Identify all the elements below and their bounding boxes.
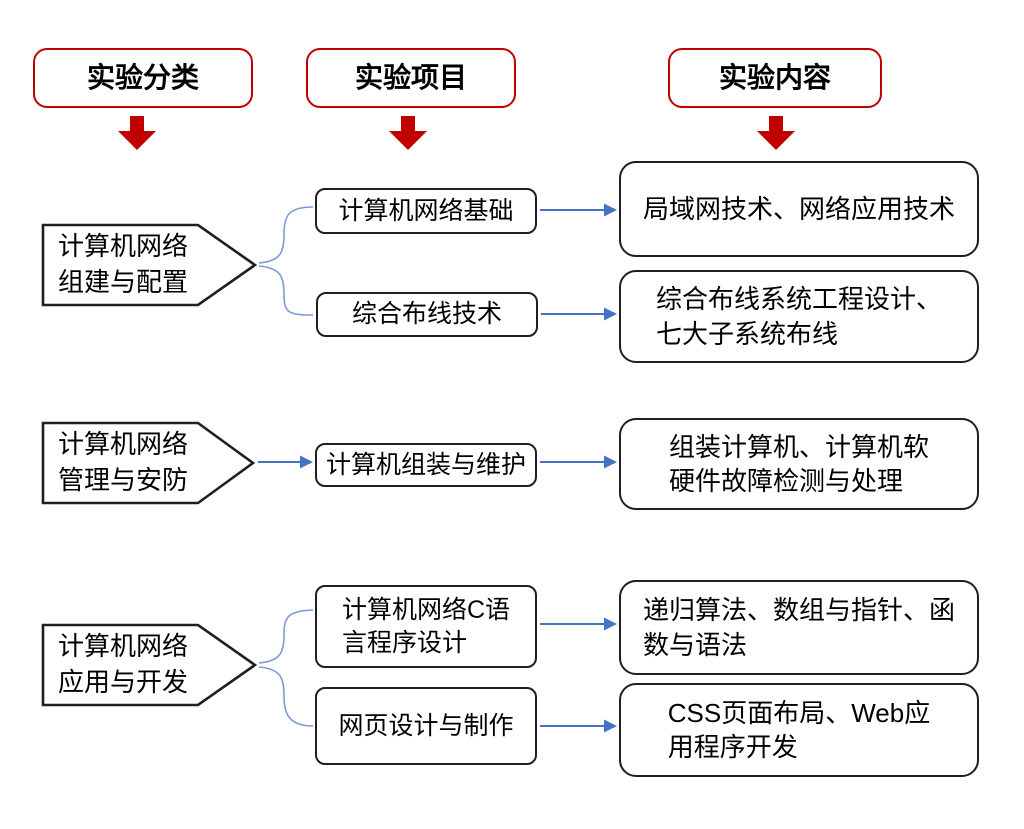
content-label: CSS页面布局、Web应 用程序开发	[667, 697, 931, 762]
content-box-cabling-systems: 综合布线系统工程设计、 七大子系统布线	[619, 270, 979, 363]
project-box-cabling: 综合布线技术	[316, 292, 538, 337]
category-shape-row2: 计算机网络 管理与安防	[43, 423, 203, 503]
project-label: 综合布线技术	[351, 300, 502, 328]
project-box-assembly: 计算机组装与维护	[315, 443, 537, 487]
content-label: 综合布线系统工程设计、 七大子系统布线	[655, 284, 942, 349]
category-shape-row3: 计算机网络 应用与开发	[43, 625, 203, 705]
arrowhead-icon	[604, 455, 617, 469]
column-header-label: 实验项目	[354, 61, 467, 93]
arrowhead-icon	[604, 719, 617, 733]
column-header-label: 实验分类	[86, 61, 199, 93]
content-box-algorithms: 递归算法、数组与指针、函 数与语法	[619, 580, 979, 675]
down-arrow-icon	[757, 116, 795, 150]
category-label: 计算机网络 管理与安防	[57, 429, 188, 495]
category-label: 计算机网络 应用与开发	[57, 631, 188, 697]
content-label: 递归算法、数组与指针、函 数与语法	[642, 595, 955, 660]
column-header-category: 实验分类	[33, 48, 253, 108]
project-label: 计算机网络C语 言程序设计	[341, 595, 511, 657]
content-box-fault-detection: 组装计算机、计算机软 硬件故障检测与处理	[619, 418, 979, 510]
column-header-content: 实验内容	[668, 48, 882, 108]
category-shape-row1: 计算机网络 组建与配置	[43, 225, 203, 305]
category-label: 计算机网络 组建与配置	[57, 231, 188, 297]
brace-connector	[258, 265, 314, 316]
column-header-project: 实验项目	[306, 48, 516, 108]
project-label: 计算机组装与维护	[325, 450, 526, 479]
brace-connector	[258, 609, 314, 664]
project-label: 计算机网络基础	[338, 196, 514, 225]
down-arrow-icon	[118, 116, 156, 150]
brace-connector	[258, 206, 314, 264]
content-label: 组装计算机、计算机软 硬件故障检测与处理	[668, 431, 929, 496]
arrowhead-icon	[604, 307, 617, 321]
project-box-network-basics: 计算机网络基础	[315, 188, 537, 234]
column-header-label: 实验内容	[718, 61, 831, 93]
arrowhead-icon	[604, 203, 617, 217]
down-arrow-icon	[389, 116, 427, 150]
project-box-c-programming: 计算机网络C语 言程序设计	[315, 585, 537, 668]
project-box-web-design: 网页设计与制作	[315, 687, 537, 765]
brace-connector	[258, 666, 314, 727]
content-box-lan-tech: 局域网技术、网络应用技术	[619, 161, 979, 257]
arrowhead-icon	[604, 617, 617, 631]
project-label: 网页设计与制作	[338, 711, 514, 740]
arrowhead-icon	[300, 455, 313, 469]
content-label: 局域网技术、网络应用技术	[642, 193, 955, 224]
content-box-css-web: CSS页面布局、Web应 用程序开发	[619, 683, 979, 777]
